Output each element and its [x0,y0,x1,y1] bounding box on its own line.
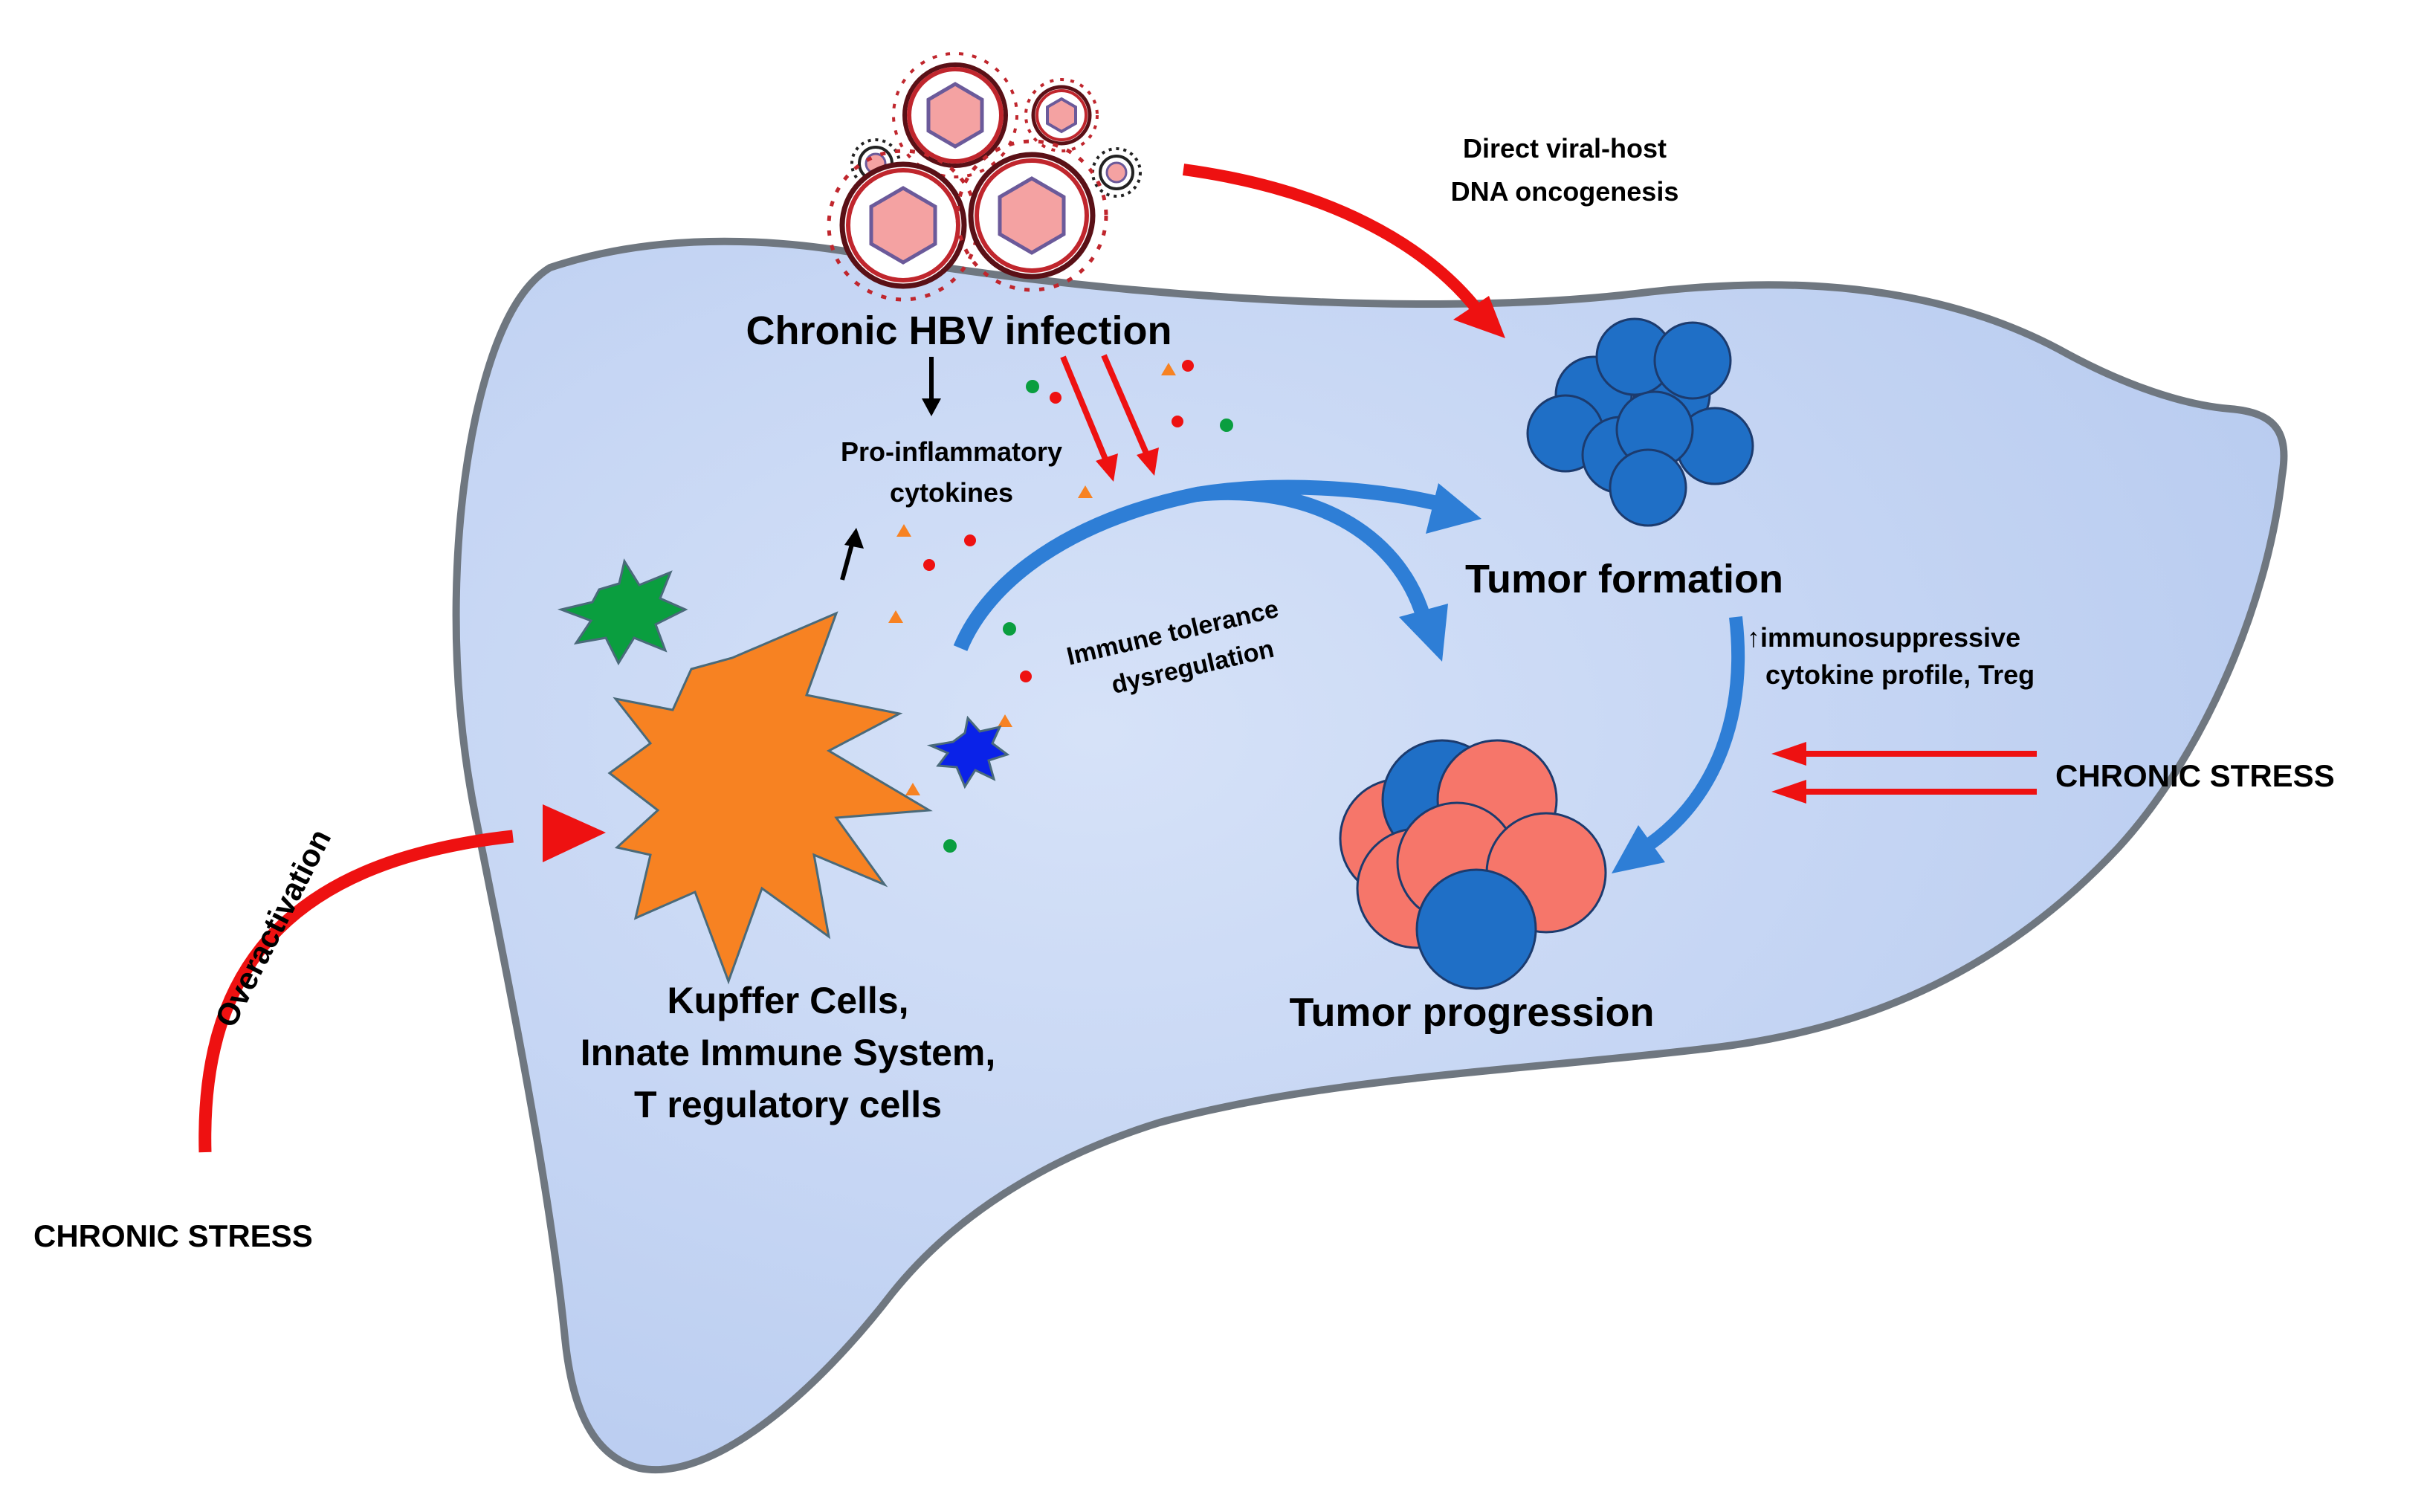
immunosuppressive-label-line1: ↑immunosuppressive [1747,622,2020,653]
overactivation-arrow [198,804,606,1153]
direct-oncogenesis-label-line1: Direct viral-host [1463,133,1667,164]
pro-inflammatory-label-line1: Pro-inflammatory [841,436,1062,467]
virion-small-right [1024,78,1099,152]
immune-tolerance-arrow [953,479,1481,662]
kupffer-starburst-icon [607,611,933,985]
direct-oncogenesis-arrow [1182,164,1505,338]
tumor-progression-cluster-icon [1339,739,1607,990]
tumor-formation-label: Tumor formation [1465,557,1783,601]
chronic-stress-left-label: CHRONIC STRESS [33,1218,313,1253]
hbv-infection-label: Chronic HBV infection [746,308,1172,353]
virion-large-bottom-right [955,139,1108,292]
virion-tiny-right [1091,147,1142,198]
hbv-red-double-arrow [1060,354,1159,482]
virion-large-top [892,52,1018,178]
direct-oncogenesis-label-line2: DNA oncogenesis [1451,176,1679,207]
kupffer-label-line2: Innate Immune System, [581,1032,996,1073]
right-stress-arrows [1771,742,2037,804]
pro-inflammatory-label-line2: cytokines [890,477,1013,508]
immunosuppressive-label-line2: cytokine profile, Treg [1765,659,2035,690]
hbv-to-cytokines-arrow [922,357,941,416]
formation-to-progression-arrow [1612,616,1745,873]
tumor-progression-label: Tumor progression [1289,990,1654,1035]
tumor-formation-cluster-icon [1526,317,1754,527]
green-immune-cell-icon [557,558,688,666]
chronic-stress-right-label: CHRONIC STRESS [2055,758,2335,793]
overactivation-label: Overactivation [208,824,337,1033]
cytokine-particles [888,360,1233,853]
blue-immune-cell-icon [926,715,1010,789]
kupffer-label-line3: T regulatory cells [634,1084,942,1125]
virion-large-bottom-left [827,149,980,302]
hbv-virus-cluster [827,52,1142,302]
kupffer-label-line1: Kupffer Cells, [667,980,908,1021]
kupffer-to-cytokines-arrow [840,528,864,581]
